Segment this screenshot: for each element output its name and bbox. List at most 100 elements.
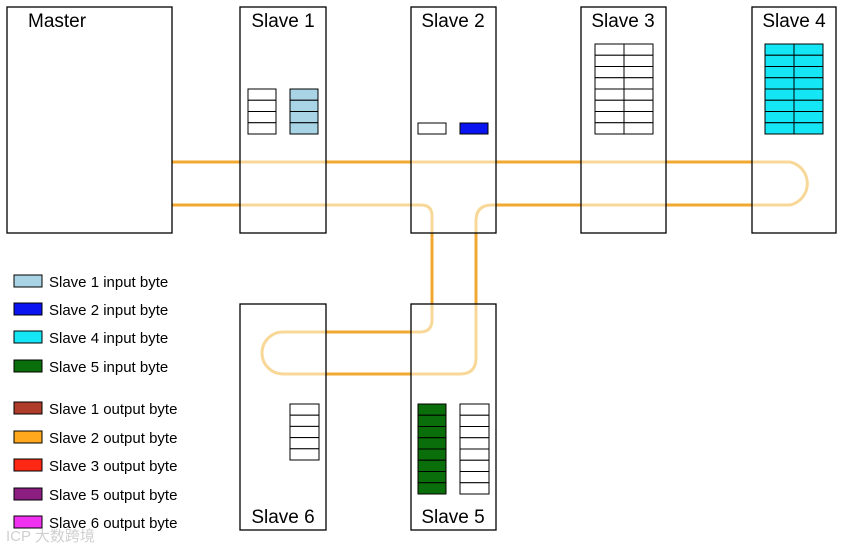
byte-cell <box>417 471 447 484</box>
byte-cell <box>247 99 277 112</box>
byte-cell <box>623 66 654 79</box>
byte-cell <box>594 88 625 101</box>
legend-label: Slave 5 output byte <box>49 487 177 504</box>
byte-cell <box>623 111 654 124</box>
byte-cell <box>459 426 490 439</box>
byte-cell <box>417 426 447 439</box>
byte-cell <box>594 77 625 90</box>
legend-item: Slave 5 input byte <box>13 359 168 376</box>
byte-cell <box>623 43 654 56</box>
slave5-node: Slave 5 <box>410 303 497 531</box>
byte-cell <box>289 99 319 112</box>
master-node: Master <box>6 6 173 234</box>
slave2-title: Slave 2 <box>421 11 484 32</box>
byte-cell <box>417 122 447 135</box>
byte-cell <box>459 482 490 495</box>
byte-cell <box>594 111 625 124</box>
byte-cell <box>793 77 824 90</box>
byte-cell <box>764 54 795 67</box>
byte-cell <box>623 54 654 67</box>
byte-cell <box>764 111 795 124</box>
byte-cell <box>459 459 490 472</box>
byte-cell <box>459 122 489 135</box>
legend-label: Slave 5 input byte <box>49 359 168 376</box>
byte-cell <box>764 99 795 112</box>
byte-cell <box>793 43 824 56</box>
legend-label: Slave 3 output byte <box>49 458 177 475</box>
slave4-box <box>751 6 837 234</box>
legend-swatch <box>13 359 43 373</box>
legend-swatch <box>13 515 43 529</box>
byte-cell <box>417 459 447 472</box>
byte-cell <box>247 122 277 135</box>
legend-item: Slave 1 input byte <box>13 274 168 291</box>
byte-cell <box>417 437 447 450</box>
byte-cell <box>623 88 654 101</box>
byte-cell <box>417 448 447 461</box>
legend-label: Slave 1 input byte <box>49 274 168 291</box>
legend-item: Slave 5 output byte <box>13 487 177 504</box>
byte-cell <box>623 77 654 90</box>
byte-cell <box>594 99 625 112</box>
byte-cell <box>459 471 490 484</box>
byte-cell <box>289 111 319 124</box>
byte-cell <box>289 414 320 427</box>
slave1-box <box>239 6 327 234</box>
slave2-input-bytes <box>459 122 489 135</box>
legend-swatch <box>13 302 43 316</box>
byte-cell <box>417 403 447 416</box>
bus-return-path <box>172 160 809 376</box>
byte-cell <box>793 111 824 124</box>
byte-cell <box>459 403 490 416</box>
slave1-input-bytes <box>289 88 319 135</box>
byte-cell <box>289 88 319 101</box>
byte-cell <box>417 482 447 495</box>
byte-cell <box>459 448 490 461</box>
byte-cell <box>764 66 795 79</box>
legend-swatch <box>13 458 43 472</box>
byte-cell <box>459 437 490 450</box>
byte-cell <box>459 414 490 427</box>
watermark-text: ICP 大数跨境 <box>6 527 95 545</box>
slave6-output-bytes <box>289 403 320 461</box>
legend-swatch <box>13 487 43 501</box>
slave5-output-bytes <box>459 403 490 495</box>
legend-item: Slave 2 input byte <box>13 302 168 319</box>
byte-cell <box>623 122 654 135</box>
byte-cell <box>594 122 625 135</box>
legend-item: Slave 2 output byte <box>13 430 177 447</box>
slave4-input-bytes <box>764 43 824 135</box>
byte-cell <box>417 414 447 427</box>
slave1-title: Slave 1 <box>251 11 314 32</box>
byte-cell <box>289 437 320 450</box>
byte-cell <box>623 99 654 112</box>
legend-label: Slave 1 output byte <box>49 401 177 418</box>
byte-cell <box>764 122 795 135</box>
master-title: Master <box>28 11 87 32</box>
slave3-output-bytes <box>594 43 654 135</box>
slave6-box <box>239 303 327 531</box>
byte-cell <box>289 448 320 461</box>
slave2-node: Slave 2 <box>410 6 497 234</box>
byte-cell <box>793 66 824 79</box>
byte-cell <box>793 88 824 101</box>
byte-cell <box>764 43 795 56</box>
byte-cell <box>764 88 795 101</box>
byte-cell <box>793 99 824 112</box>
byte-cell <box>289 425 320 439</box>
legend-swatch <box>13 330 43 344</box>
slave5-input-bytes <box>417 403 447 495</box>
slave1-output-bytes <box>247 88 277 135</box>
bus-lines <box>172 160 809 376</box>
legend: Slave 1 input byte Slave 2 input byte Sl… <box>13 274 177 532</box>
legend-label: Slave 2 input byte <box>49 302 168 319</box>
slave3-node: Slave 3 <box>580 6 667 234</box>
slave3-title: Slave 3 <box>591 11 654 32</box>
byte-cell <box>289 403 320 416</box>
byte-cell <box>594 54 625 67</box>
slave3-box <box>580 6 667 234</box>
byte-cell <box>247 88 277 101</box>
legend-item: Slave 1 output byte <box>13 401 177 418</box>
slave6-node: Slave 6 <box>239 303 327 531</box>
